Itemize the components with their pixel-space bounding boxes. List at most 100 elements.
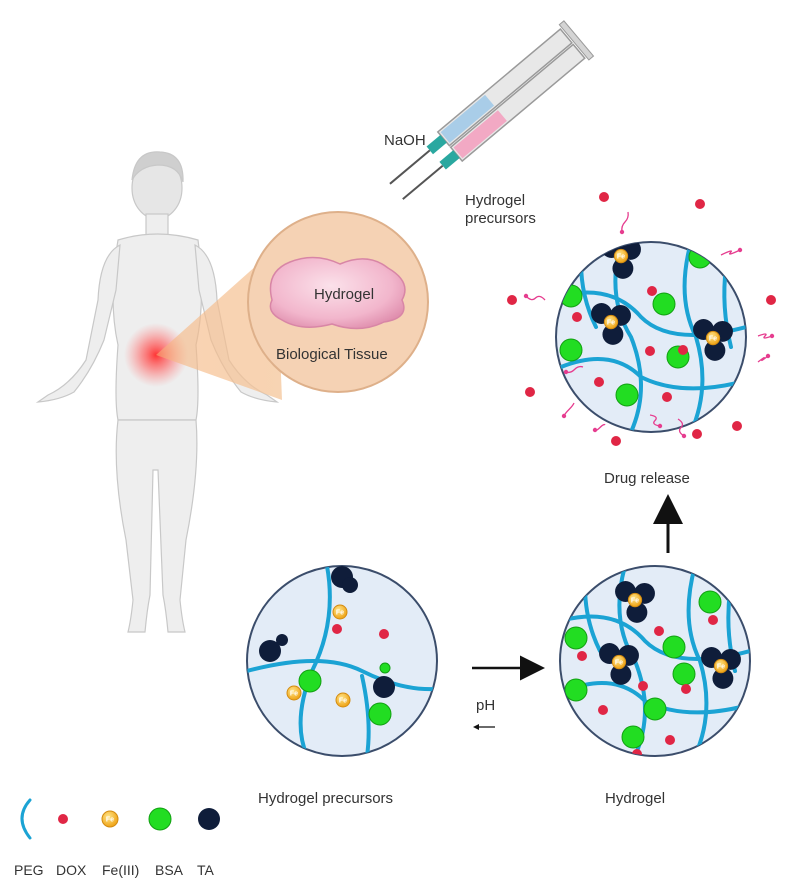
dox-dot [638,681,648,691]
release-tip [765,353,771,359]
ta-sphere [602,323,624,345]
bsa-sphere [368,702,392,726]
bsa-sphere [559,338,583,362]
fe-bead [705,330,721,346]
legend: Fe [20,798,220,840]
hydrogel-in-tissue-label: Hydrogel [314,286,375,303]
bsa-sphere [672,662,696,686]
fe-symbol: Fe [617,254,625,261]
ta-sphere [276,634,288,646]
dox-dot [58,814,68,824]
dox-dot [594,377,604,387]
bsa-sphere [688,245,712,269]
release-tip [619,229,625,235]
fe-symbol: Fe [717,664,725,671]
dox-dot [647,286,657,296]
drug-release-label: Drug release [604,470,690,487]
release-tip [681,433,687,439]
peg-chain [247,659,437,692]
hydrogel-caption: Hydrogel [605,790,666,807]
fe-bead [627,592,643,608]
ta-sphere [610,663,632,685]
fe-bead [101,810,119,828]
peg-chain [20,798,32,840]
ta-sphere [712,667,734,689]
release-tip [563,369,569,375]
bsa-sphere [621,725,645,749]
fe-bead [335,692,351,708]
ta-sphere [626,601,648,623]
bsa-sphere [615,383,639,407]
legend-label-dox: DOX [56,862,87,878]
ta-sphere [342,577,358,593]
ta-sphere [612,257,634,279]
dox-dot [332,624,342,634]
fe-bead [332,604,348,620]
fe-symbol: Fe [615,660,623,667]
fe-symbol: Fe [709,336,717,343]
fe-symbol: Fe [106,817,114,824]
release-tip [561,413,567,419]
bsa-sphere [298,669,322,693]
hydrogel-blob [269,256,406,330]
release-trail [720,249,741,256]
release-tip [737,247,743,253]
release-trail [621,211,629,233]
dox-dot [379,629,389,639]
bsa-sphere [148,807,172,831]
dox-dot [708,615,718,625]
precursors-caption: Hydrogel precursors [258,790,394,807]
release-trail [563,402,575,417]
dox-dot [662,392,672,402]
dox-dot [654,626,664,636]
dox-dot [525,387,535,397]
bsa-sphere [698,590,722,614]
release-tip [523,293,529,299]
fe-symbol: Fe [336,610,344,617]
human-body [35,151,280,633]
fe-bead [613,248,629,264]
dox-dot [695,199,705,209]
syringe-precursors-label-2: precursors [465,210,536,227]
dox-dot [599,192,609,202]
ta-sphere [704,339,726,361]
dox-dot [632,749,642,756]
fe-bead [286,685,302,701]
syringe [389,20,595,200]
dox-dot [665,735,675,745]
dox-dot [507,295,517,305]
legend-label-fe: Fe(III) [102,862,140,878]
release-tip [657,423,663,429]
syringe-precursors-label-1: Hydrogel [465,192,526,209]
release-trail [677,418,685,437]
peg-chain [682,242,705,432]
fe-bead [611,654,627,670]
fe-symbol: Fe [631,598,639,605]
bsa-sphere [643,697,667,721]
fe-bead [603,314,619,330]
dox-dot [692,429,702,439]
legend-label-bsa: BSA [155,862,184,878]
bsa-sphere [564,678,588,702]
fe-symbol: Fe [607,320,615,327]
dox-dot [577,651,587,661]
bsa-sphere [559,284,583,308]
release-trail [525,295,546,301]
release-tip [592,427,598,433]
fe-symbol: Fe [339,698,347,705]
naoh-label: NaOH [384,132,426,149]
biological-tissue-label: Biological Tissue [276,346,388,363]
dox-dot [766,295,776,305]
ta-sphere [373,676,395,698]
peg-chain [686,566,709,756]
fe-bead [713,658,729,674]
ph-label: pH [476,697,496,714]
dox-dot [598,705,608,715]
release-sphere [555,241,747,433]
peg-chain [360,674,371,756]
fe-symbol: Fe [290,691,298,698]
release-tip [769,333,775,339]
release-trail [565,365,584,374]
bsa-sphere [652,292,676,316]
